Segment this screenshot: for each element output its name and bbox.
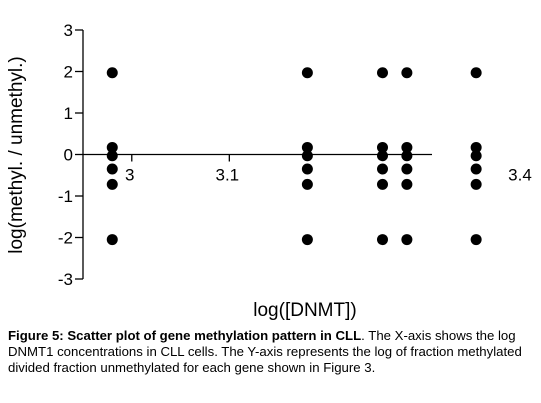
- x-tick-label: 3.4: [508, 166, 532, 185]
- data-point: [301, 178, 313, 190]
- data-point: [401, 150, 413, 162]
- data-point: [401, 163, 413, 175]
- figure-caption: Figure 5: Scatter plot of gene methylati…: [8, 328, 536, 376]
- y-tick-label: 1: [64, 104, 73, 123]
- x-tick-label: 3.1: [216, 166, 240, 185]
- data-point: [376, 234, 388, 246]
- x-axis-title: log([DNMT]): [253, 300, 356, 321]
- data-point: [301, 67, 313, 79]
- y-axis-title: log(methyl. / unmethyl.): [6, 56, 27, 253]
- data-point: [106, 141, 118, 153]
- data-point: [301, 141, 313, 153]
- data-point: [401, 234, 413, 246]
- data-point: [470, 67, 482, 79]
- data-point: [401, 67, 413, 79]
- data-point: [470, 178, 482, 190]
- caption-label: Figure 5: Scatter plot of gene methylati…: [8, 328, 362, 343]
- x-axis-ticks: 3 3.1 3.4: [125, 154, 532, 185]
- y-tick-label: 0: [64, 146, 73, 165]
- data-point: [470, 150, 482, 162]
- caption-text: . The X-axis shows the log DNMT1 concent…: [8, 328, 522, 375]
- y-axis-ticks: 3 2 1 0 -1 -2 -3: [58, 21, 83, 289]
- data-point: [401, 178, 413, 190]
- y-tick-label: -2: [58, 229, 73, 248]
- data-point: [401, 141, 413, 153]
- data-point: [301, 150, 313, 162]
- scatter-chart: 3 2 1 0 -1 -2 -3 3 3.1 3.4 log([DNMT]) log(methy…: [6, 21, 532, 321]
- data-point: [376, 141, 388, 153]
- data-point: [301, 163, 313, 175]
- data-point: [301, 234, 313, 246]
- data-point: [376, 67, 388, 79]
- data-point: [106, 234, 118, 246]
- data-points: [106, 67, 482, 246]
- y-tick-label: 3: [64, 21, 73, 40]
- y-tick-label: -3: [58, 270, 73, 289]
- data-point: [376, 150, 388, 162]
- data-point: [106, 67, 118, 79]
- data-point: [376, 178, 388, 190]
- x-tick-label: 3: [125, 166, 134, 185]
- data-point: [106, 178, 118, 190]
- y-tick-label: -1: [58, 187, 73, 206]
- data-point: [106, 150, 118, 162]
- data-point: [376, 163, 388, 175]
- y-tick-label: 2: [64, 63, 73, 82]
- data-point: [470, 141, 482, 153]
- data-point: [106, 163, 118, 175]
- data-point: [470, 234, 482, 246]
- data-point: [470, 163, 482, 175]
